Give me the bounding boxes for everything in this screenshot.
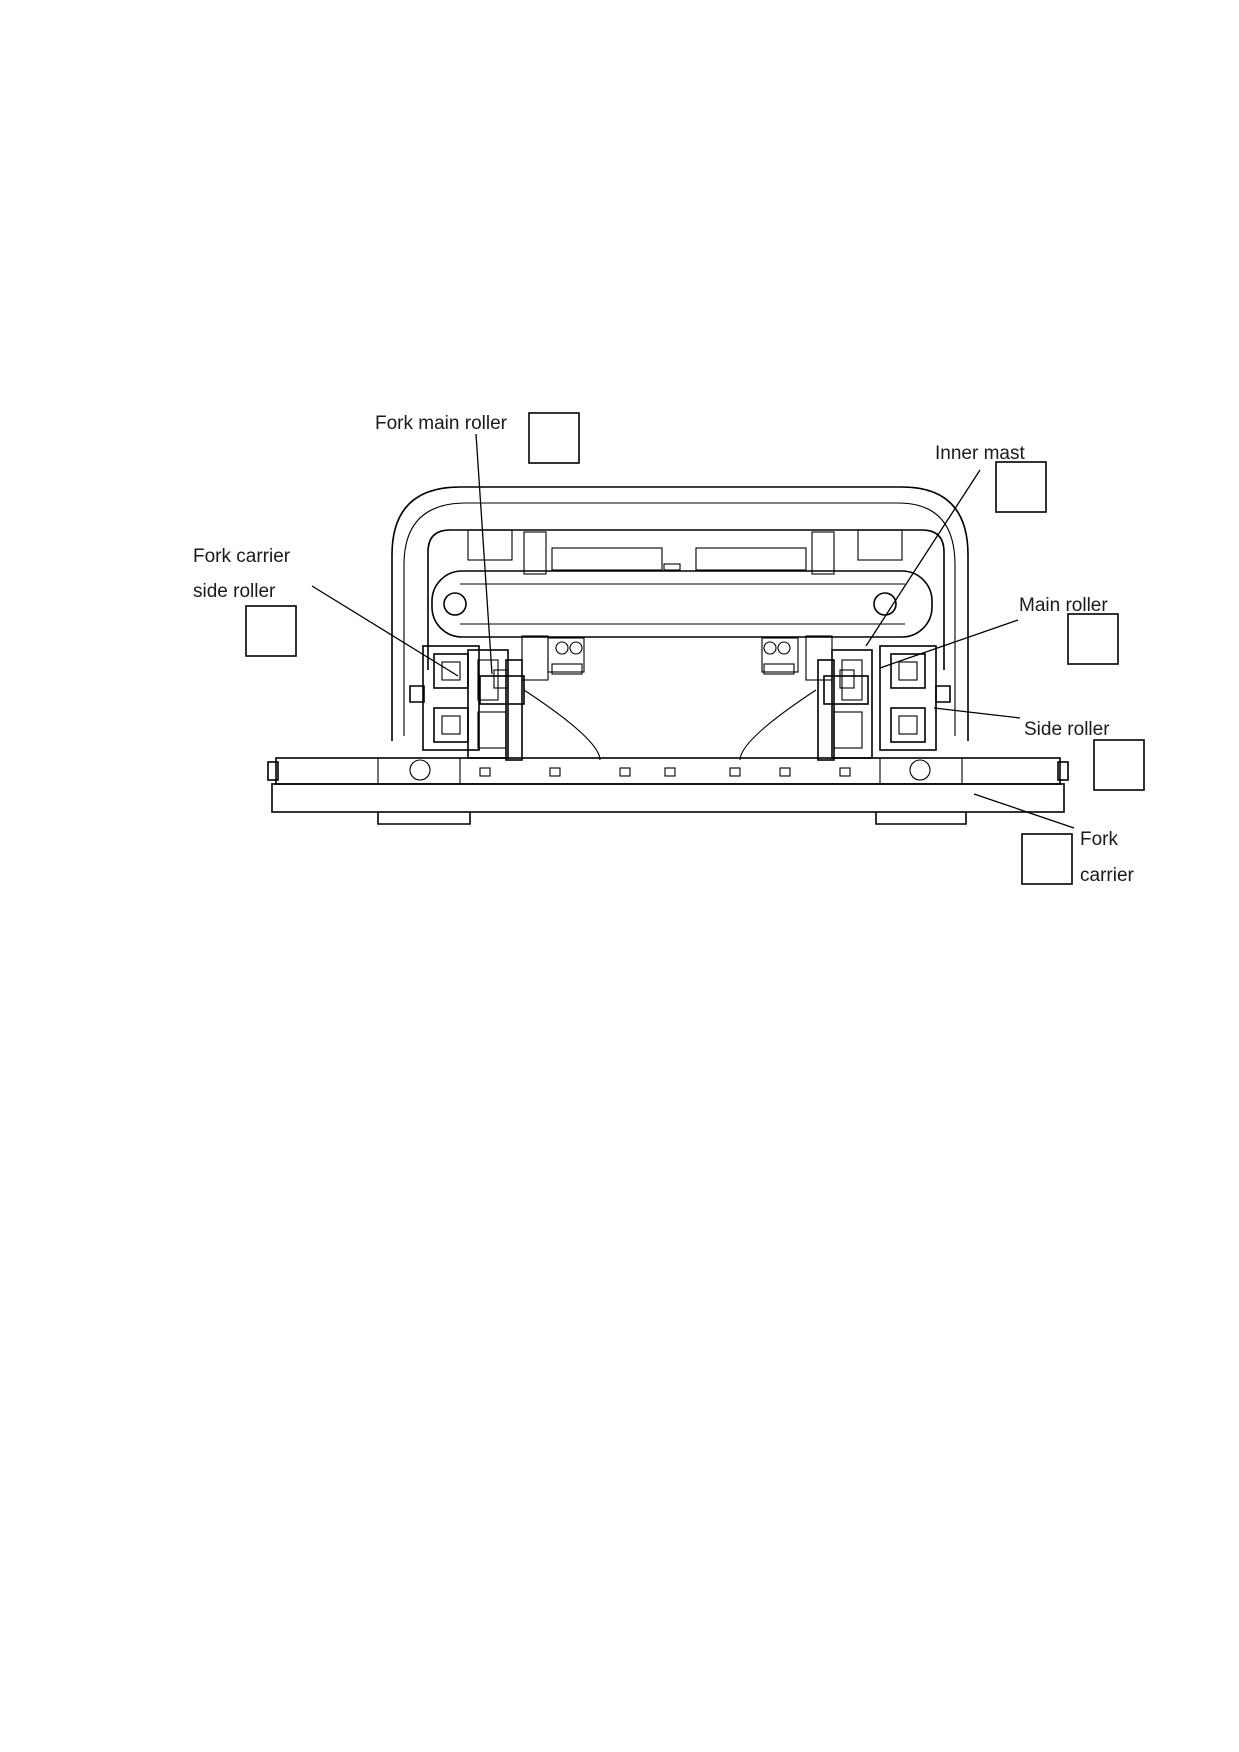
crossbar-pin-left — [443, 592, 467, 616]
leader-fork-carrier-side-roller — [311, 585, 459, 677]
crossbar — [431, 570, 933, 638]
inner-mast-channel — [427, 529, 945, 670]
fork-carrier-hole — [409, 759, 431, 781]
callout-box-side-roller — [1093, 739, 1145, 791]
inner-mast-top-left-block — [467, 529, 513, 561]
leader-side-roller — [933, 707, 1021, 719]
label-fork-carrier-line2: carrier — [1080, 865, 1135, 886]
callout-box-main-roller — [1067, 613, 1119, 665]
label-side-roller: Side roller — [1024, 719, 1110, 740]
label-fork-carrier-line1: Fork — [1080, 829, 1119, 850]
leader-inner-mast — [865, 469, 981, 647]
callout-box-fork-main-roller — [528, 412, 580, 464]
chain-wheel-left — [523, 531, 547, 575]
fork-hook-right — [875, 812, 967, 825]
callout-box-fork-carrier-side-roller — [245, 605, 297, 657]
fork-carrier-notches — [479, 767, 851, 777]
left-roller-assembly — [409, 645, 601, 761]
chain-center-tab — [663, 563, 681, 571]
crossbar-pin-right — [873, 592, 897, 616]
fork-hook-left — [377, 812, 471, 825]
label-fork-carrier-side-roller-line2: side roller — [193, 581, 276, 602]
fork-carrier-hole — [909, 759, 931, 781]
callout-box-inner-mast — [995, 461, 1047, 513]
callout-box-fork-carrier — [1021, 833, 1073, 885]
fork-carrier-end-left — [267, 761, 279, 781]
right-roller-assembly — [739, 645, 951, 761]
outer-mast-inner-edge — [403, 502, 956, 736]
chain-cluster-left — [521, 635, 585, 681]
chain-cluster-right — [761, 635, 833, 681]
outer-mast-frame — [391, 486, 969, 741]
label-fork-main-roller: Fork main roller — [375, 413, 508, 434]
label-main-roller: Main roller — [1019, 595, 1108, 616]
chain-wheel-right — [811, 531, 835, 575]
chain-center-left — [551, 547, 663, 571]
leader-fork-carrier — [973, 793, 1075, 829]
fork-carrier-top-bar — [275, 757, 1061, 785]
leader-main-roller — [879, 619, 1019, 669]
inner-mast-top-right-block — [857, 529, 903, 561]
label-inner-mast: Inner mast — [935, 443, 1025, 464]
leader-fork-main-roller — [475, 433, 493, 675]
fork-carrier-bottom-bar — [271, 783, 1065, 813]
label-fork-carrier-side-roller-line1: Fork carrier — [193, 546, 291, 567]
chain-center-right — [695, 547, 807, 571]
fork-carrier-end-right — [1057, 761, 1069, 781]
